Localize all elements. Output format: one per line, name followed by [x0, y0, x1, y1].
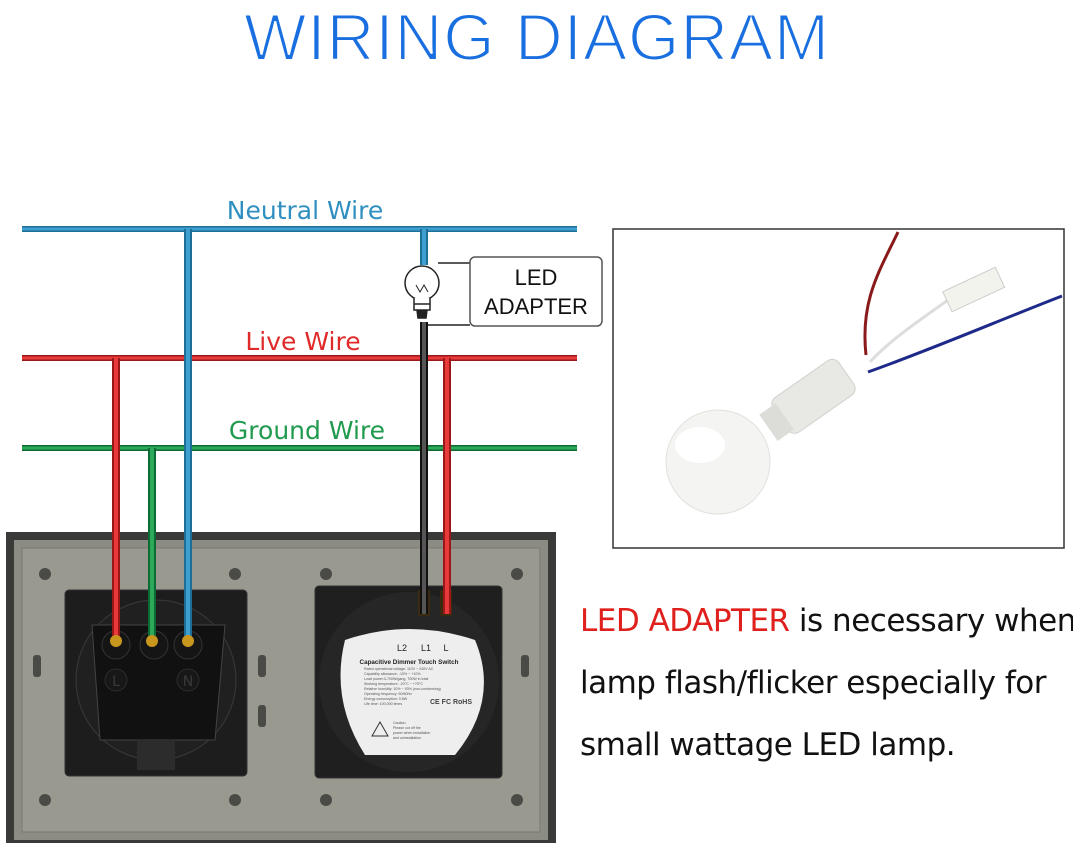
- led-adapter-highlight: LED ADAPTER: [580, 603, 790, 639]
- caution-text: power when installation: [393, 731, 430, 735]
- led-adapter-label: ADAPTER: [484, 294, 588, 319]
- led-adapter-label: LED: [515, 265, 558, 290]
- caution-text: and uninstallation: [393, 736, 421, 740]
- switch-terminal-l1: L1: [421, 643, 431, 653]
- switch-spec: Relative humidity: 10% ~ 93% (non-conden…: [364, 687, 441, 691]
- socket-ground-drop: [148, 448, 156, 640]
- certification-marks: CE FC RoHS: [430, 699, 472, 706]
- led-adapter-photo: [612, 228, 1065, 549]
- switch-title: Capacitive Dimmer Touch Switch: [360, 659, 459, 666]
- switch-spec: Capability allowance: -15% ~ +10%: [364, 672, 421, 676]
- switch-spec: Life time: 100,000 times: [364, 702, 402, 706]
- ground-wire: [22, 445, 577, 451]
- caution-text: Caution:: [393, 721, 406, 725]
- neutral-wire: [22, 226, 577, 232]
- switch-spec: Rated operational voltage: 110V ~ 240V A…: [364, 667, 434, 671]
- description-line-1: LED ADAPTER is necessary when: [580, 590, 1073, 652]
- caution-text: Please cut off the: [393, 726, 421, 730]
- description-line-3: small wattage LED lamp.: [580, 727, 956, 763]
- switch-spec: Energy consumption: 0.8W: [364, 697, 408, 701]
- switch-spec: Load power:3-700W/gang, 700W in total: [364, 677, 429, 681]
- description-line-2: lamp flash/flicker especially for: [580, 665, 1046, 701]
- switch-spec: Working temperature: -20°C ~ +70°C: [364, 682, 423, 686]
- dimmer-switch-module: L2 L1 L Capacitive Dimmer Touch Switch R…: [314, 585, 503, 779]
- switch-spec: Operating frequency: 50/60Hz: [364, 692, 412, 696]
- switch-terminal-l2: L2: [397, 643, 407, 653]
- switch-terminal-l: L: [443, 643, 448, 653]
- lamp-bulb-icon: [404, 265, 440, 319]
- led-adapter-box: LED ADAPTER: [469, 256, 603, 327]
- socket-terminal-l: L: [112, 674, 120, 690]
- socket-terminal-n: N: [183, 674, 193, 690]
- switch-live-drop: [443, 358, 451, 614]
- warning-icon: [371, 720, 389, 737]
- description-text: LED ADAPTER is necessary when lamp flash…: [580, 590, 1073, 776]
- live-wire: [22, 355, 577, 361]
- socket-live-drop: [112, 358, 120, 640]
- description-line-1-rest: is necessary when: [789, 603, 1073, 639]
- lamp-neutral-drop: [420, 229, 428, 265]
- ground-wire-label: Ground Wire: [229, 416, 385, 445]
- live-wire-label: Live Wire: [245, 327, 360, 356]
- page-title: WIRING DIAGRAM: [244, 0, 830, 74]
- neutral-wire-label: Neutral Wire: [227, 196, 383, 225]
- lamp-to-switch-wire: [420, 322, 428, 614]
- socket-neutral-drop: [184, 229, 192, 640]
